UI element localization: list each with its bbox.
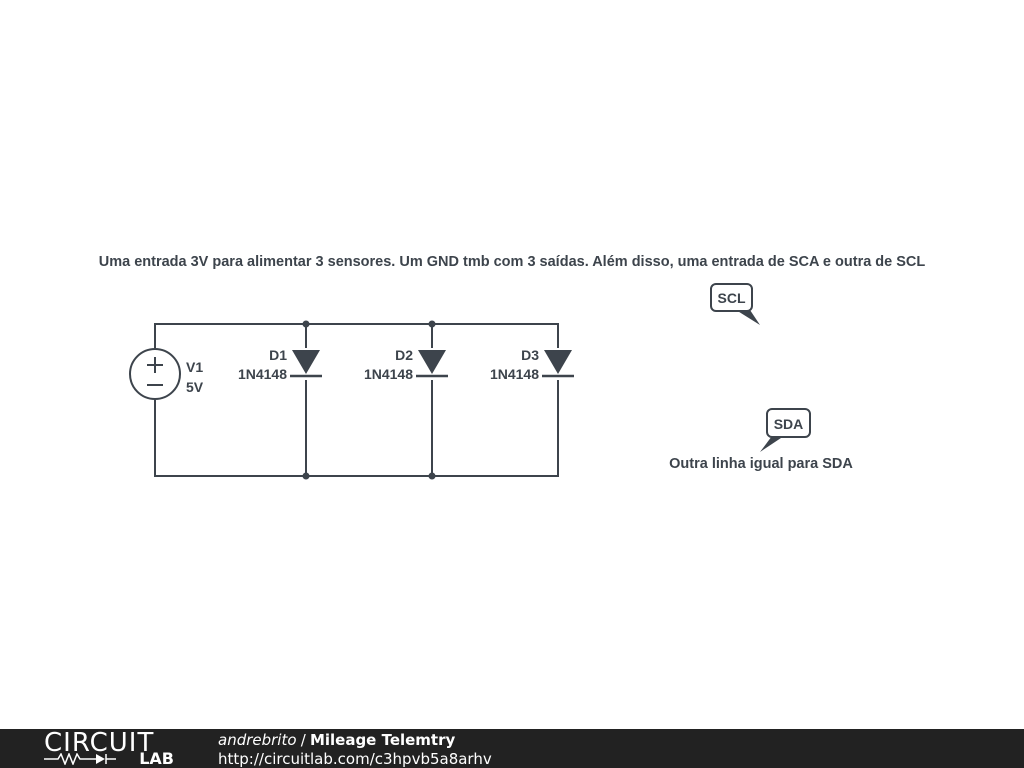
resistor-diode-icon	[44, 753, 116, 765]
diode-d2[interactable]	[416, 350, 448, 378]
project-title[interactable]: Mileage Telemtry	[309, 731, 456, 749]
d3-name: D3	[521, 347, 539, 363]
circuit-meta: andrebrito / Mileage Telemtry http://cir…	[218, 731, 492, 768]
author-link[interactable]: andrebrito	[218, 731, 297, 749]
junction-dot	[428, 320, 436, 328]
sda-annotation: Outra linha igual para SDA	[669, 456, 853, 472]
d2-part: 1N4148	[364, 366, 413, 382]
d3-part: 1N4148	[490, 366, 539, 382]
v1-value: 5V	[186, 379, 204, 395]
junction-dot	[302, 320, 310, 328]
voltage-source-v1[interactable]	[129, 348, 181, 400]
sda-net-label[interactable]: SDA	[760, 408, 811, 452]
junction-dot	[428, 472, 436, 480]
d1-part: 1N4148	[238, 366, 287, 382]
circuitlab-logo[interactable]: CIRCUIT LAB	[40, 729, 180, 768]
logo-lab-text: LAB	[139, 749, 174, 768]
path-separator: /	[300, 731, 306, 749]
top-annotation: Uma entrada 3V para alimentar 3 sensores…	[99, 254, 926, 270]
circuit-url[interactable]: http://circuitlab.com/c3hpvb5a8arhv	[218, 750, 492, 768]
d1-name: D1	[269, 347, 287, 363]
logo-circuit-text: CIRCUIT	[44, 728, 155, 758]
v1-name: V1	[186, 359, 203, 375]
sda-label-text: SDA	[774, 416, 804, 432]
diode-d1[interactable]	[290, 350, 322, 378]
footer-bar: CIRCUIT LAB andrebrito / Mileage Telemtr…	[0, 729, 1024, 768]
scl-net-label[interactable]: SCL	[710, 283, 760, 325]
d2-name: D2	[395, 347, 413, 363]
scl-label-text: SCL	[718, 290, 746, 306]
schematic-canvas: Uma entrada 3V para alimentar 3 sensores…	[99, 254, 926, 480]
junction-dot	[302, 472, 310, 480]
diode-d3[interactable]	[542, 350, 574, 378]
junctions	[302, 320, 436, 480]
wires	[154, 323, 559, 477]
